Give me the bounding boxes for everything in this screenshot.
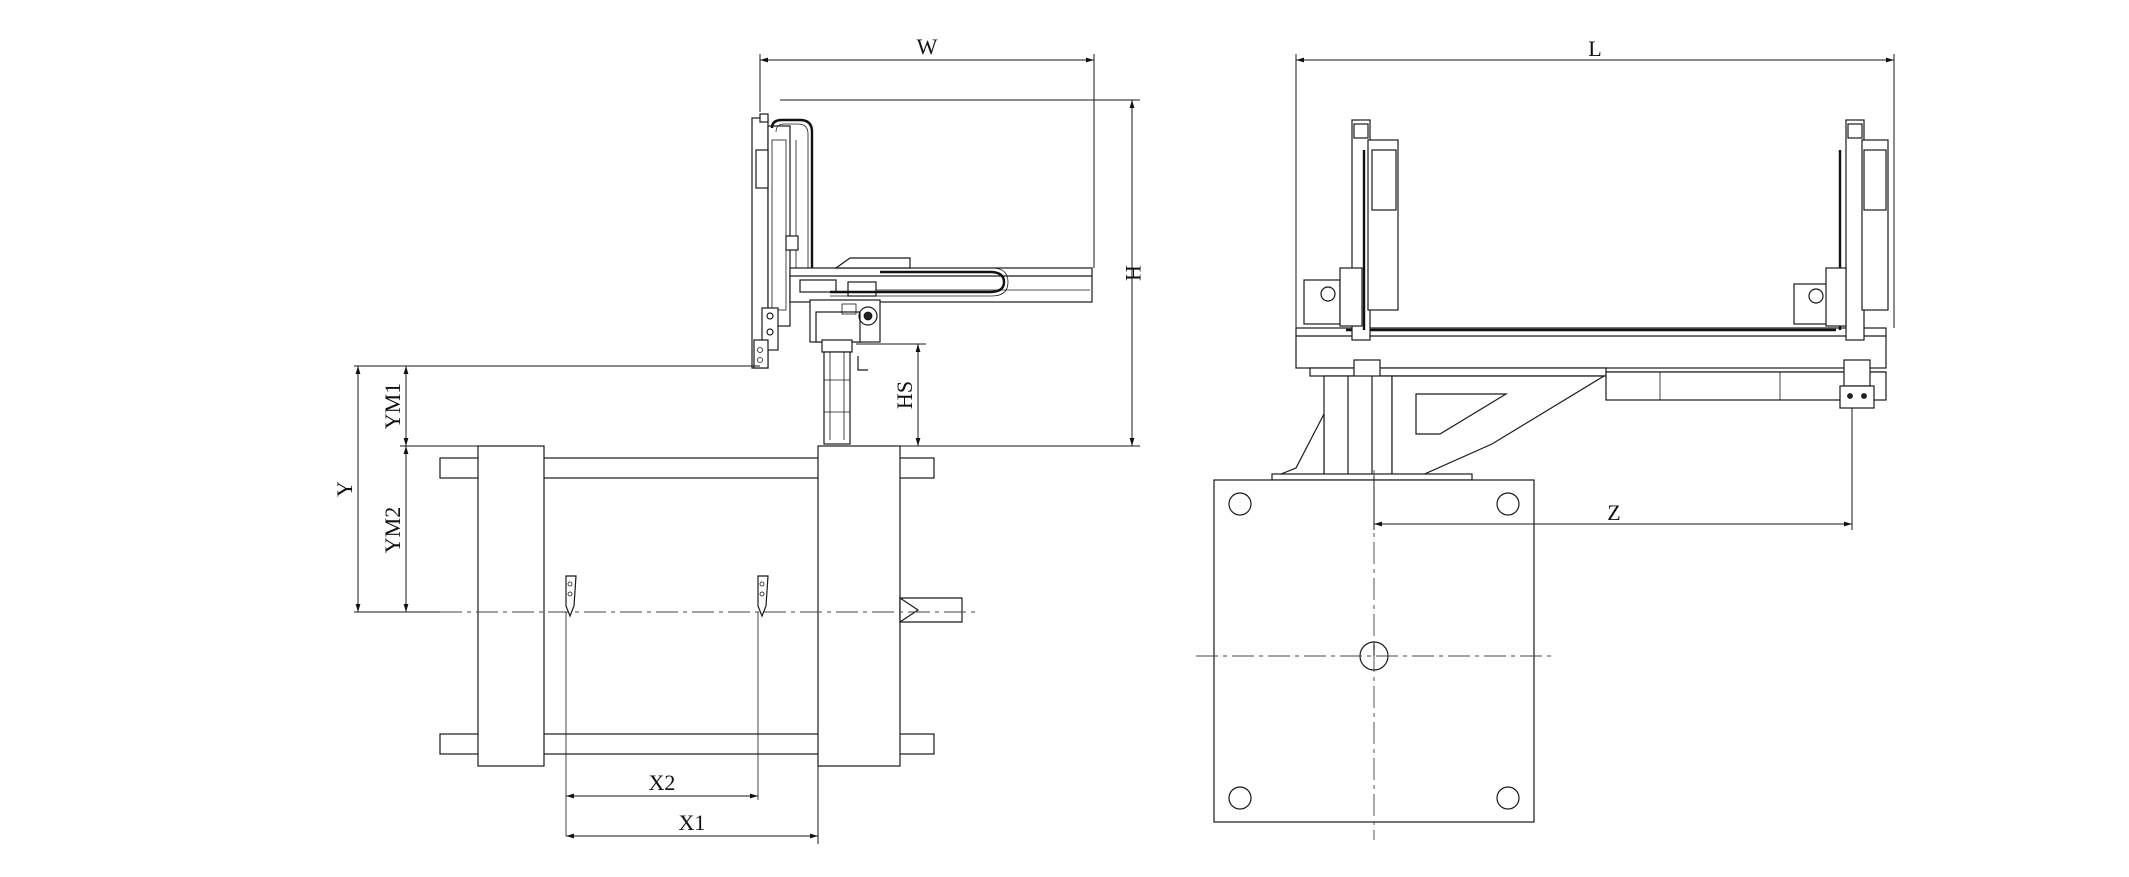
- label-ym1: YM1: [380, 383, 405, 429]
- right-vertical-arm: [1793, 119, 1889, 409]
- dimension-y-group: YM1 YM2 Y: [332, 365, 760, 613]
- robot-vertical-column: [751, 113, 791, 369]
- label-y: Y: [332, 481, 357, 497]
- right-view: L Z: [1196, 36, 1895, 840]
- dimension-h: H: [780, 99, 1146, 447]
- dimension-z: Z: [1373, 408, 1853, 530]
- gripper-marker-x1: [565, 575, 577, 836]
- arm-carriage: [809, 299, 881, 343]
- label-hs: HS: [892, 381, 917, 409]
- support-column: [1271, 375, 1607, 481]
- label-x1: X1: [679, 810, 706, 835]
- robot-horizontal-arm: [789, 257, 1093, 303]
- label-x2: X2: [649, 770, 676, 795]
- cable-chain-vertical: [770, 118, 814, 270]
- molding-machine-top-view: [439, 445, 980, 767]
- cable-chain-horizontal: [830, 267, 1009, 297]
- gripper-marker-x2: [757, 575, 769, 800]
- mold-platen: [1196, 470, 1556, 840]
- dimension-l: L: [1295, 36, 1895, 328]
- dimension-hs: HS: [856, 343, 926, 446]
- left-view: W H HS YM1 YM2 Y: [332, 34, 1146, 844]
- label-ym2: YM2: [380, 507, 405, 553]
- vertical-stroke-rod: [821, 339, 868, 445]
- dimension-x-group: X2 X1: [566, 766, 819, 844]
- dimension-w: W: [759, 34, 1095, 268]
- label-h: H: [1121, 265, 1146, 281]
- label-w: W: [917, 34, 938, 59]
- label-l: L: [1588, 36, 1601, 61]
- label-z: Z: [1607, 500, 1620, 525]
